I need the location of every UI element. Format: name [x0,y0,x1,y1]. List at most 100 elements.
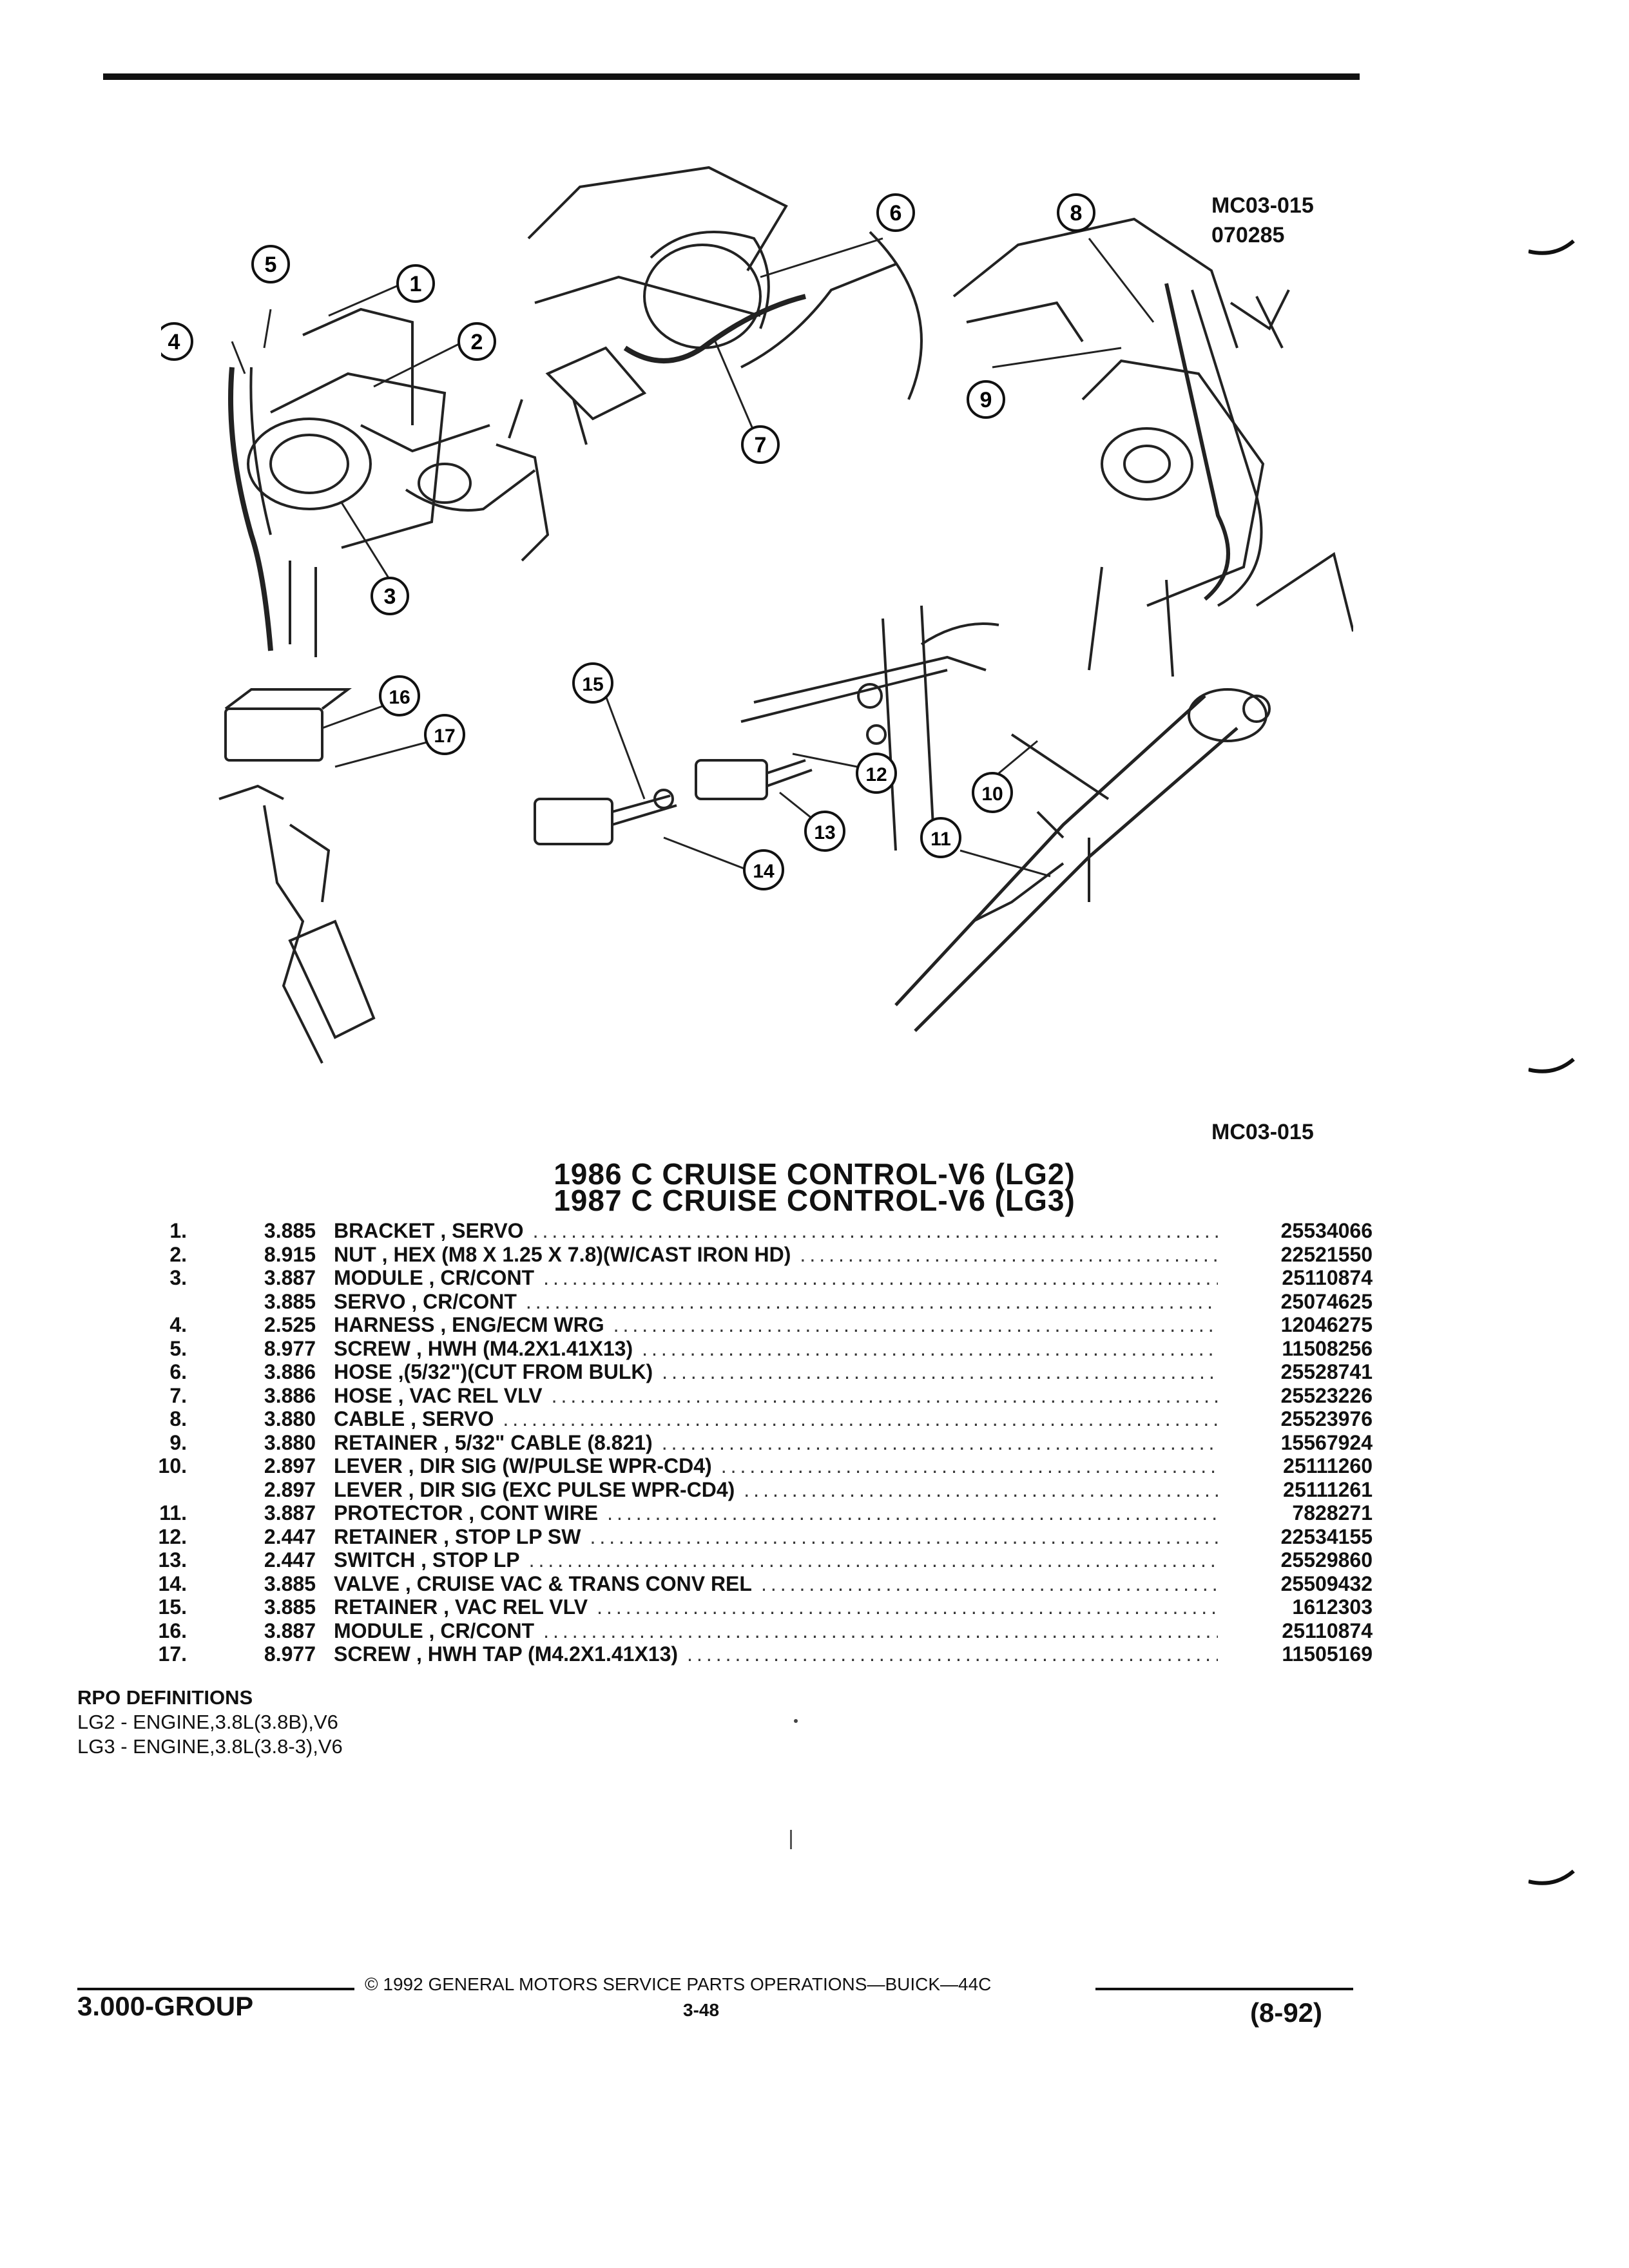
part-number: 7828271 [1292,1501,1373,1524]
part-description: SCREW , HWH (M4.2X1.41X13) [334,1336,633,1360]
svg-text:6: 6 [890,201,902,226]
part-number: 12046275 [1280,1313,1373,1336]
svg-text:8: 8 [1070,201,1083,226]
part-number: 22534155 [1280,1524,1373,1548]
leader-dots: ........................................… [800,1242,1218,1266]
leader-dots: ........................................… [503,1407,1218,1430]
exploded-view-illustration: 1 2 3 4 5 6 7 8 9 10 11 12 13 14 15 16 1… [161,166,1353,1064]
speck-mark [790,1830,792,1849]
footer-rule-right [1095,1988,1353,1990]
servo-cable-drawing [952,217,1353,677]
rpo-line-lg2: LG2 - ENGINE,3.8L(3.8B),V6 [77,1711,338,1733]
callout-3: 3 [371,577,409,615]
group-number: 8.977 [264,1642,316,1666]
part-description: SCREW , HWH TAP (M4.2X1.41X13) [334,1642,679,1666]
group-number: 3.885 [264,1289,316,1313]
svg-text:14: 14 [753,861,775,882]
group-number: 8.977 [264,1336,316,1360]
steering-column-drawing [894,688,1271,1032]
leader-dots: ........................................… [607,1501,1218,1524]
svg-text:11: 11 [930,829,951,850]
figure-id-bottom: MC03-015 [1211,1120,1314,1144]
item-number: 4. [169,1313,187,1336]
footer-rule-left [77,1988,354,1990]
part-number: 25509432 [1280,1571,1373,1595]
module-pedal-drawing [218,688,376,1064]
figure-id-top: MC03-015 [1211,193,1314,218]
part-description: HOSE , VAC REL VLV [334,1383,543,1407]
leader-dots: ........................................… [528,1548,1218,1571]
item-number: 5. [169,1336,187,1360]
callout-10: 10 [972,772,1013,813]
engine-hose-drawing [508,166,923,445]
group-number: 3.885 [264,1595,316,1619]
svg-text:1: 1 [410,272,422,296]
svg-text:3: 3 [384,584,396,609]
leader-dots: ........................................… [760,1571,1218,1595]
leader-dots: ........................................… [661,1430,1218,1454]
callout-1: 1 [396,264,435,303]
title-line-2: 1987 C CRUISE CONTROL-V6 (LG3) [554,1184,1075,1217]
part-number: 25110874 [1282,1619,1373,1642]
svg-text:4: 4 [168,330,180,354]
leader-dots: ........................................… [720,1454,1218,1477]
part-description: SERVO , CR/CONT [334,1289,517,1313]
part-description: VALVE , CRUISE VAC & TRANS CONV REL [334,1571,752,1595]
leader-dots: ........................................… [551,1383,1218,1407]
part-description: HOSE ,(5/32")(CUT FROM BULK) [334,1360,653,1383]
part-number: 25523226 [1280,1383,1373,1407]
item-number: 16. [158,1619,187,1642]
svg-text:12: 12 [865,764,887,785]
rpo-definitions: RPO DEFINITIONS LG2 - ENGINE,3.8L(3.8B),… [77,1686,343,1759]
callout-7: 7 [741,425,780,464]
part-number: 25529860 [1280,1548,1373,1571]
item-number: 14. [158,1571,187,1595]
switch-valve-drawing [534,759,813,845]
part-number: 25111261 [1283,1477,1373,1501]
part-number: 25111260 [1283,1454,1373,1477]
part-description: LEVER , DIR SIG (W/PULSE WPR-CD4) [334,1454,712,1477]
group-number: 3.886 [264,1360,316,1383]
figure-date-code: 070285 [1211,223,1285,247]
callout-14: 14 [743,849,784,890]
footer-copyright: © 1992 GENERAL MOTORS SERVICE PARTS OPER… [365,1974,992,1994]
leader-dots: ........................................… [543,1619,1218,1642]
svg-text:10: 10 [981,783,1003,805]
leader-dots: ........................................… [597,1595,1218,1619]
leader-dots: ........................................… [590,1524,1218,1548]
leader-dots: ........................................… [662,1360,1218,1383]
part-number: 25074625 [1280,1289,1373,1313]
part-number: 25523976 [1280,1407,1373,1430]
rpo-heading: RPO DEFINITIONS [77,1686,253,1709]
group-number: 3.880 [264,1430,316,1454]
part-description: BRACKET , SERVO [334,1219,524,1242]
svg-text:17: 17 [434,726,455,747]
footer-page-number: 3-48 [683,2000,720,2020]
svg-text:16: 16 [389,687,410,708]
callout-17: 17 [424,714,465,755]
speck-mark [794,1719,798,1723]
item-number: 8. [169,1407,187,1430]
rpo-line-lg3: LG3 - ENGINE,3.8L(3.8-3),V6 [77,1735,343,1758]
item-number: 10. [158,1454,187,1477]
part-number: 11508256 [1282,1336,1373,1360]
leader-dots: ........................................… [744,1477,1218,1501]
item-number: 13. [158,1548,187,1571]
svg-text:7: 7 [755,433,767,457]
part-description: RETAINER , STOP LP SW [334,1524,581,1548]
item-number: 6. [169,1360,187,1383]
callout-5: 5 [251,245,290,284]
group-number: 3.885 [264,1219,316,1242]
